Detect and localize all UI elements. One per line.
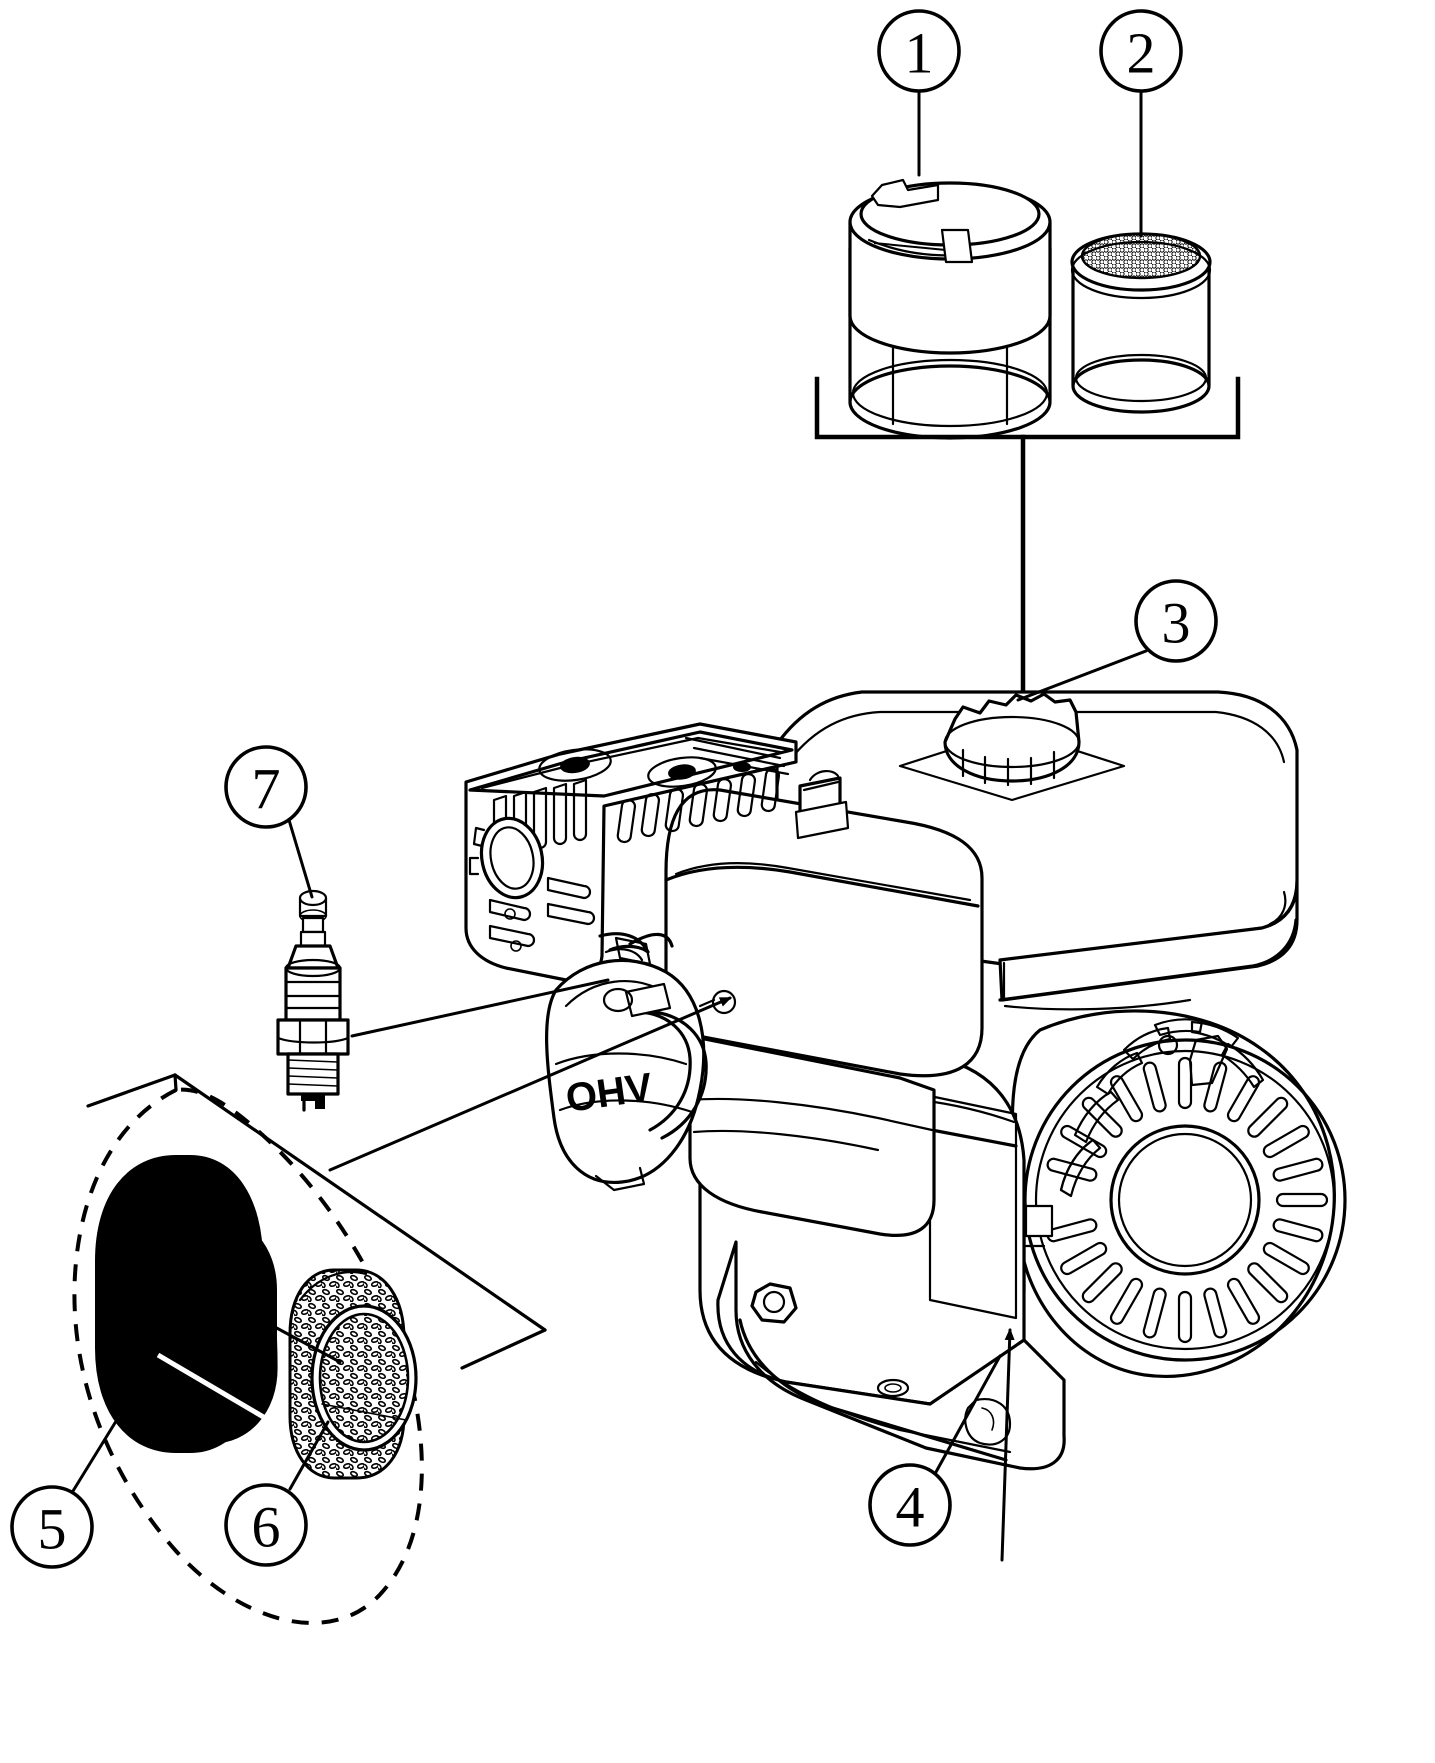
spark-plug-to-engine-pointer xyxy=(350,978,610,1038)
part-fuel-filter-screen xyxy=(1070,232,1212,414)
engine-control-linkage xyxy=(614,932,737,1015)
foam-element-pointer xyxy=(256,1316,342,1364)
engine-base-sump xyxy=(716,1240,1066,1471)
callout-1-number: 1 xyxy=(905,21,934,86)
part-fuel-tank-cap xyxy=(898,692,1126,802)
leader-7 xyxy=(287,818,314,899)
muffler-right-vents xyxy=(616,768,781,844)
callout-2-number: 2 xyxy=(1127,21,1156,86)
callout-6-circle[interactable] xyxy=(224,1483,308,1567)
leader-6 xyxy=(288,1420,330,1491)
callout-3-circle[interactable] xyxy=(1134,579,1218,663)
part-foam-air-filter xyxy=(95,1155,278,1453)
leader-5 xyxy=(71,1416,120,1493)
callout-5[interactable]: 5 xyxy=(10,1485,94,1569)
callout-4[interactable]: 4 xyxy=(868,1463,952,1547)
leader-3 xyxy=(1016,649,1148,702)
callout-1[interactable]: 1 xyxy=(877,9,961,93)
pointer-lines xyxy=(328,978,1015,1562)
callout-3[interactable]: 3 xyxy=(1134,579,1218,663)
oil-fill-arrow-pointer xyxy=(1000,1328,1015,1562)
callout-5-circle[interactable] xyxy=(10,1485,94,1569)
callout-6-number: 6 xyxy=(252,1495,281,1560)
callout-5-number: 5 xyxy=(38,1497,67,1562)
blower-housing-ohv-cover: OHV xyxy=(545,958,708,1192)
callout-7-circle[interactable] xyxy=(224,745,308,829)
callout-6[interactable]: 6 xyxy=(224,1483,308,1567)
part-spark-plug xyxy=(276,889,350,1112)
callout-leaders xyxy=(71,89,1148,1493)
callout-7-number: 7 xyxy=(252,757,281,822)
starter-upper-vents xyxy=(1059,1018,1265,1198)
carburetor-air-box xyxy=(664,770,984,1237)
top-group-bracket xyxy=(814,376,1241,693)
callout-1-circle[interactable] xyxy=(877,9,961,93)
starter-cooling-slots xyxy=(1046,1056,1329,1344)
part-fuel-filter-cup xyxy=(848,178,1052,440)
callout-2-circle[interactable] xyxy=(1099,9,1183,93)
callout-2[interactable]: 2 xyxy=(1099,9,1183,93)
part-paper-air-filter xyxy=(288,1268,418,1480)
callout-7[interactable]: 7 xyxy=(224,745,308,829)
callout-4-number: 4 xyxy=(896,1475,925,1540)
leader-4 xyxy=(934,1354,1002,1474)
air-cleaner-group xyxy=(72,1073,547,1625)
callout-4-circle[interactable] xyxy=(868,1463,952,1547)
air-cleaner-to-engine-pointer xyxy=(328,996,732,1172)
callout-3-number: 3 xyxy=(1162,591,1191,656)
engine-assembly: OHV xyxy=(464,690,1347,1471)
